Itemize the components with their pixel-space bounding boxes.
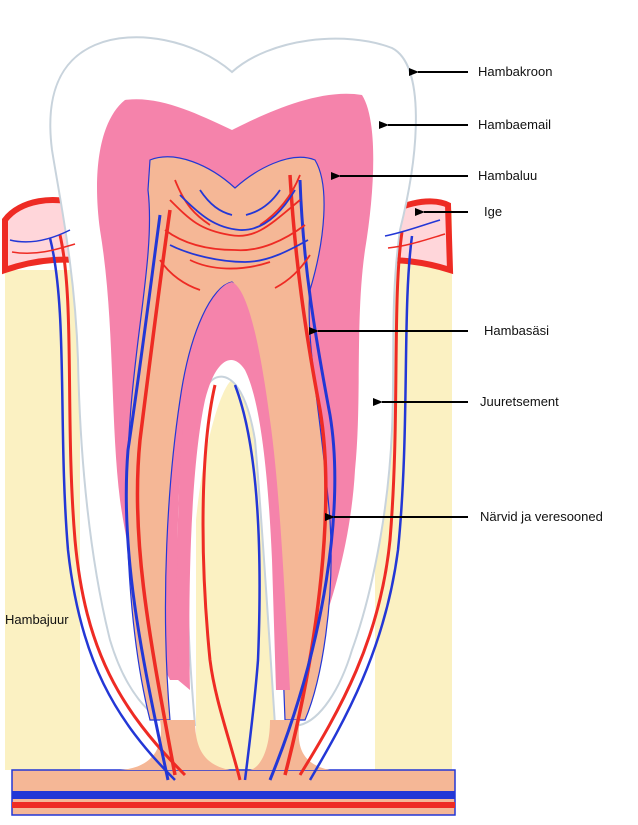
vessel-crown-network [159,174,311,291]
label-nerves: Närvid ja veresooned [480,509,603,524]
vessel-outer-left-artery [58,234,187,777]
label-pulp: Hambasäsi [484,323,550,338]
vessel-inner-artery [201,384,242,781]
root-canal-left-stem [120,720,230,770]
vessel-outer-right-artery [298,231,404,776]
label-gum: Ige [484,204,503,219]
label-dentin: Hambaluu [478,168,538,183]
label-crown: Hambakroon [478,64,553,79]
label-cementum: Juuretsement [480,394,559,409]
label-arrows [309,68,468,521]
jaw-bone-left [5,270,80,770]
root-canal-right-stem [250,720,330,770]
label-enamel: Hambaemail [478,117,551,132]
vessel-pulp-left-vein [124,214,170,781]
vessel-outer-left-vein [48,237,176,781]
label-root: Hambajuur [5,612,69,627]
vessel-inner-vein [233,384,261,781]
vessel-outer-right-vein [308,235,414,781]
vessel-pulp-left-artery [135,209,177,776]
vessel-gum-network [9,219,446,255]
vessel-pulp-right-vein [268,179,337,781]
inner-dentin [176,282,290,690]
